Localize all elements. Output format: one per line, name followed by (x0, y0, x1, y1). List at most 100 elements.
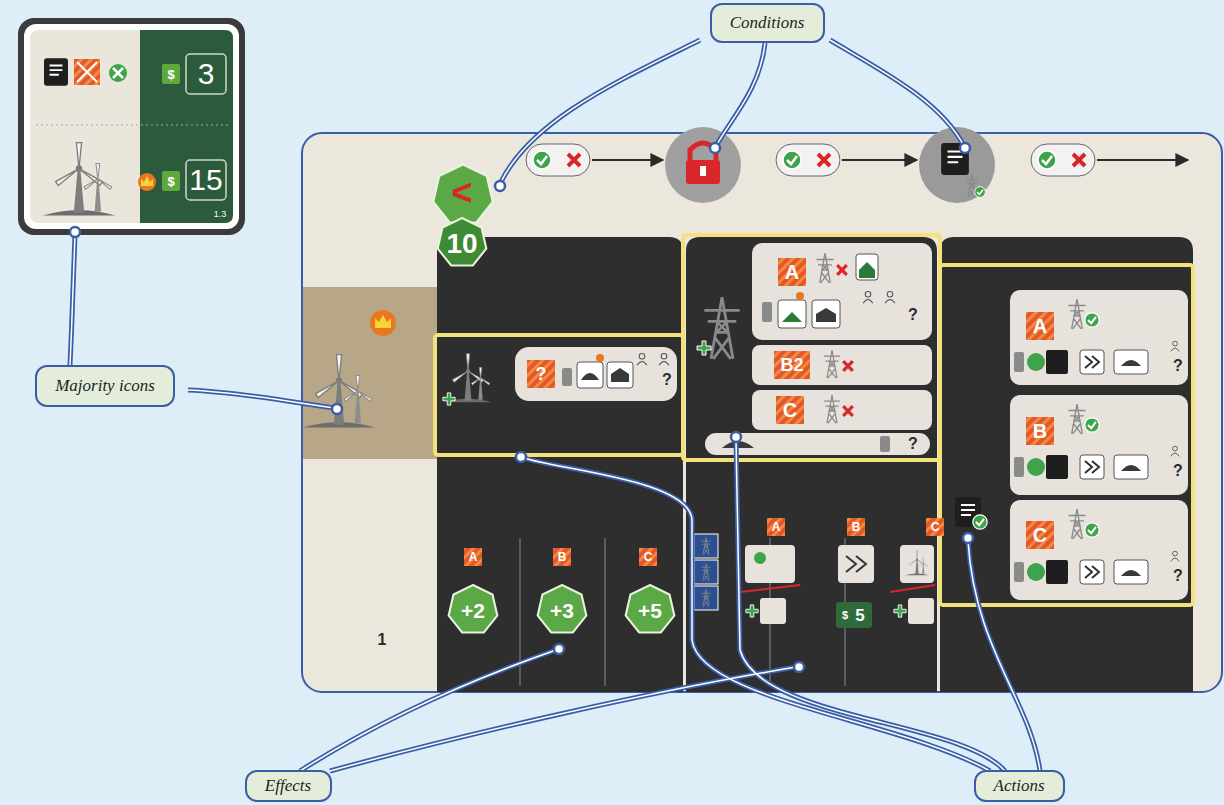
use-shape (1171, 341, 1179, 351)
rect-shape (1010, 290, 1188, 385)
path-shape (1121, 570, 1141, 576)
board-label: B (558, 551, 567, 563)
rect-shape (1014, 352, 1024, 372)
circle-shape (960, 143, 970, 153)
rect-shape (778, 258, 806, 286)
path-shape (816, 308, 836, 322)
use-shape (1068, 509, 1085, 539)
use-shape (659, 353, 669, 365)
circle-shape (495, 181, 505, 191)
rect-shape (760, 598, 786, 624)
rect-shape (847, 518, 865, 536)
line-shape (842, 159, 917, 161)
path-shape (830, 40, 964, 146)
callout-box: Effects (245, 770, 332, 802)
rect-shape (908, 598, 934, 624)
use-shape (863, 291, 873, 303)
rect-shape (1010, 500, 1188, 600)
rect-shape (1080, 455, 1104, 479)
rect-shape (752, 390, 932, 430)
rect-shape (1114, 350, 1148, 374)
use-shape (816, 253, 833, 283)
use-shape (533, 151, 551, 169)
board-label: A (1033, 316, 1047, 336)
path-shape (140, 30, 233, 223)
rect-shape (74, 59, 100, 85)
rect-shape (186, 160, 226, 200)
circle-shape (70, 227, 80, 237)
path-shape (1121, 465, 1141, 471)
callout-text: Conditions (730, 14, 805, 33)
use-shape (1068, 404, 1085, 434)
path-shape (188, 390, 334, 408)
path-shape (859, 262, 875, 278)
board-label: A (469, 551, 478, 563)
use-shape (637, 353, 647, 365)
path-shape (520, 538, 605, 686)
board-label: ? (1173, 463, 1183, 479)
use-shape (433, 164, 493, 222)
rect-shape (527, 360, 555, 388)
path-shape (736, 440, 1005, 771)
board-label: ? (908, 307, 918, 323)
path-shape (830, 40, 964, 146)
line-shape (1097, 159, 1188, 161)
rect-shape (752, 243, 932, 340)
board-label: C (783, 400, 797, 420)
rect-shape (778, 300, 806, 328)
rect-shape (683, 235, 940, 460)
board-label: ? (1173, 358, 1183, 374)
board-label: ? (662, 372, 672, 388)
callout-box: Actions (974, 770, 1065, 802)
path-shape (846, 556, 866, 572)
rect-shape (1010, 395, 1188, 495)
board-label: $ (167, 68, 174, 81)
use-shape (438, 218, 487, 265)
use-shape (818, 154, 830, 166)
circle-shape (796, 292, 804, 300)
callout-box: Majority icons (35, 365, 175, 407)
circle-shape (370, 310, 396, 336)
path-shape (330, 667, 796, 771)
use-shape (843, 406, 853, 416)
rect-shape (1046, 560, 1068, 584)
rect-shape (607, 362, 633, 388)
circle-shape (1027, 563, 1045, 581)
circle-shape (710, 143, 720, 153)
scoring-card (18, 18, 245, 235)
path-shape (500, 40, 700, 184)
use-shape (1068, 299, 1085, 329)
rect-shape (812, 300, 840, 328)
rect-shape (553, 548, 571, 566)
board-label: $ (167, 175, 174, 188)
rect-shape (1014, 457, 1024, 477)
rect-shape (1026, 521, 1054, 549)
path-shape (300, 650, 556, 771)
rect-shape (705, 433, 930, 455)
board-label: ? (908, 436, 918, 452)
use-shape (449, 585, 498, 632)
path-shape (1085, 356, 1099, 368)
board-label: 10 (446, 230, 477, 258)
rect-shape (639, 548, 657, 566)
line-shape (740, 585, 800, 592)
rect-shape (435, 335, 683, 455)
rect-shape (1114, 455, 1148, 479)
callout-text: Actions (994, 777, 1045, 796)
rect-shape (880, 436, 890, 452)
rect-shape (303, 287, 437, 459)
use-shape (905, 551, 929, 575)
circle-shape (516, 452, 526, 462)
use-shape (885, 291, 895, 303)
board-label: 3 (198, 59, 215, 89)
path-shape (611, 368, 629, 382)
path-shape (300, 650, 556, 771)
board-label: B2 (780, 356, 803, 374)
circle-shape (332, 404, 342, 414)
path-shape (716, 43, 765, 146)
rect-shape (162, 171, 180, 191)
callout-text: Effects (265, 777, 311, 796)
rect-shape (30, 30, 233, 223)
board-label: +2 (461, 600, 485, 621)
rect-shape (694, 586, 718, 610)
